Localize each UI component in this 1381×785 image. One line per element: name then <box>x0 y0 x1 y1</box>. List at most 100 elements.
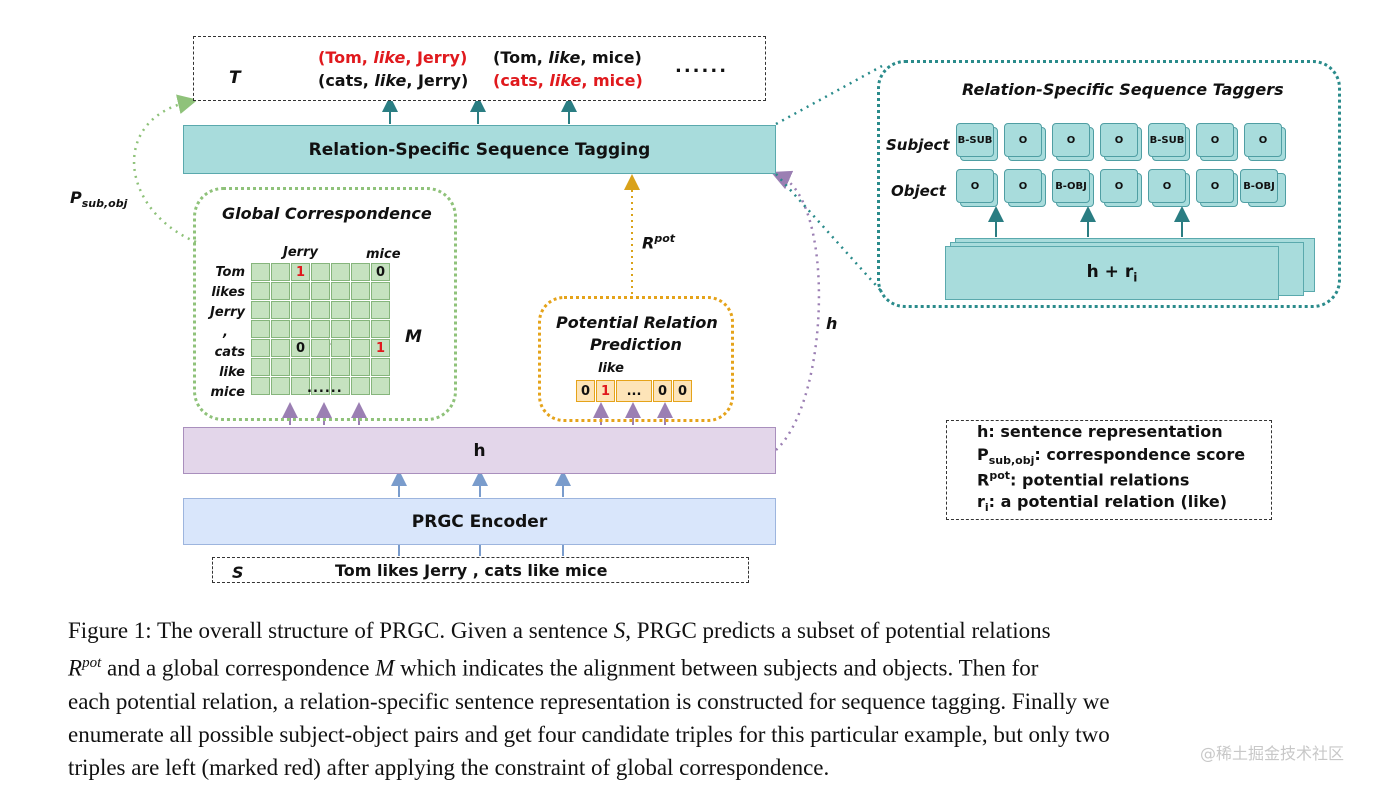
triple-close: , mice) <box>581 71 643 90</box>
potential-cell: 0 <box>576 380 595 402</box>
hri-sub: i <box>1133 270 1138 285</box>
tagging-bar: Relation-Specific Sequence Tagging <box>183 125 776 174</box>
matrix-cell <box>251 320 270 338</box>
potential-cell: ... <box>616 380 652 402</box>
triple-rel: like <box>549 71 582 90</box>
h-side-label: h <box>826 314 838 333</box>
subject-tag: O <box>1052 123 1090 157</box>
matrix-cell <box>311 263 330 281</box>
triple-close: , Jerry) <box>405 48 468 67</box>
legend-text: : sentence representation <box>988 422 1223 441</box>
matrix-cell <box>331 263 350 281</box>
legend-item-h: h: sentence representation <box>977 422 1267 445</box>
potential-cell-like: 1 <box>596 380 615 402</box>
encoder-label: PRGC Encoder <box>411 511 548 532</box>
caption-text: , PRGC predicts a subset of potential re… <box>625 618 1051 643</box>
matrix-cell <box>371 301 390 319</box>
matrix-cell <box>311 282 330 300</box>
row-label-comma: , <box>223 325 228 340</box>
object-tag: O <box>1196 169 1234 203</box>
matrix-cell <box>271 282 290 300</box>
matrix-cell <box>351 377 370 395</box>
matrix-cell <box>371 282 390 300</box>
correspondence-matrix: Tom likes Jerry , cats like mice 1 0 0 1 <box>210 263 391 403</box>
triple-open: (Tom, <box>318 48 374 67</box>
matrix-cell <box>271 358 290 376</box>
legend-key: R <box>977 470 990 490</box>
matrix-cell <box>311 301 330 319</box>
matrix-cell <box>251 282 270 300</box>
caption-line-3: each potential relation, a relation-spec… <box>68 688 1110 714</box>
triple-rel: like <box>374 71 407 90</box>
legend-item-psub: Psub,obj: correspondence score <box>977 445 1267 469</box>
potential-title-1: Potential Relation <box>556 313 718 332</box>
caption-var-s: S <box>613 618 626 643</box>
matrix-cell <box>351 358 370 376</box>
caption-text: Figure 1: The overall structure of PRGC.… <box>68 618 614 643</box>
matrix-cell <box>351 282 370 300</box>
caption-line-2: Rpot and a global correspondence M which… <box>68 647 1348 685</box>
potential-like-label: like <box>598 361 624 376</box>
legend-key: h <box>977 422 989 441</box>
triple-close: , Jerry) <box>406 71 469 90</box>
matrix-cell <box>251 301 270 319</box>
object-tag: O <box>1100 169 1138 203</box>
matrix-cell <box>311 377 330 395</box>
rpot-label: Rpot <box>642 232 675 252</box>
matrix-cell <box>251 377 270 395</box>
matrix-cell <box>331 339 350 357</box>
global-correspondence-title: Global Correspondence <box>222 204 432 223</box>
potential-relation-box <box>538 296 734 422</box>
caption-line-4: enumerate all possible subject-object pa… <box>68 721 1110 747</box>
triple-open: (cats, <box>318 71 375 90</box>
s-label: S <box>232 563 244 582</box>
hri-box: h + ri <box>945 246 1279 300</box>
legend-sup: pot <box>989 469 1011 482</box>
legend-text: : correspondence score <box>1034 445 1246 464</box>
psub-label: Psub,obj <box>70 188 127 210</box>
object-tag: B-OBJ <box>1240 169 1278 203</box>
triple-tom-mice: (Tom, like, mice) <box>493 48 642 67</box>
row-label-jerry: Jerry <box>210 305 245 320</box>
subject-row-label: Subject <box>886 136 950 154</box>
legend: h: sentence representation Psub,obj: cor… <box>977 422 1267 515</box>
subject-tag: O <box>1100 123 1138 157</box>
matrix-cell <box>331 377 350 395</box>
matrix-cell-cats-mice: 1 <box>371 339 390 357</box>
h-bar-label: h <box>473 440 486 461</box>
legend-sub: i <box>984 501 989 515</box>
encoder-bar: PRGC Encoder <box>183 498 776 545</box>
sentence-text: Tom likes Jerry , cats like mice <box>335 561 608 580</box>
caption-line-1: Figure 1: The overall structure of PRGC.… <box>68 614 1348 647</box>
row-label-cats: cats <box>214 345 245 360</box>
caption-var-r: R <box>68 655 83 681</box>
triples-box <box>193 36 766 101</box>
caption-sup-pot: pot <box>82 655 102 671</box>
subject-tag: O <box>1244 123 1282 157</box>
matrix-cell <box>271 377 290 395</box>
triples-ellipsis: ...... <box>675 56 729 77</box>
matrix-cell <box>351 339 370 357</box>
hri-label: h + ri <box>1087 262 1138 284</box>
matrix-cell <box>251 339 270 357</box>
caption-var-m: M <box>375 655 395 681</box>
triple-rel: like <box>373 48 406 67</box>
legend-text: : a potential relation (like) <box>988 492 1228 511</box>
sentence-box <box>212 557 749 583</box>
matrix-cell-cats-jerry: 0 <box>291 339 310 357</box>
matrix-cell <box>251 358 270 376</box>
legend-key: P <box>977 445 989 464</box>
potential-vector: 0 1 ... 0 0 <box>576 380 696 402</box>
matrix-cell <box>291 301 310 319</box>
legend-key: r <box>977 492 985 511</box>
matrix-cell <box>291 377 310 395</box>
caption-text: which indicates the alignment between su… <box>394 655 1039 681</box>
row-label-like: like <box>219 365 245 380</box>
rpot-main: R <box>642 233 655 253</box>
row-label-tom: Tom <box>215 265 245 280</box>
matrix-dots: ...... <box>307 381 343 396</box>
legend-box <box>946 420 1272 520</box>
row-label-mice: mice <box>210 385 245 400</box>
legend-text: : potential relations <box>1010 470 1190 490</box>
legend-sub: sub,obj <box>988 454 1035 468</box>
